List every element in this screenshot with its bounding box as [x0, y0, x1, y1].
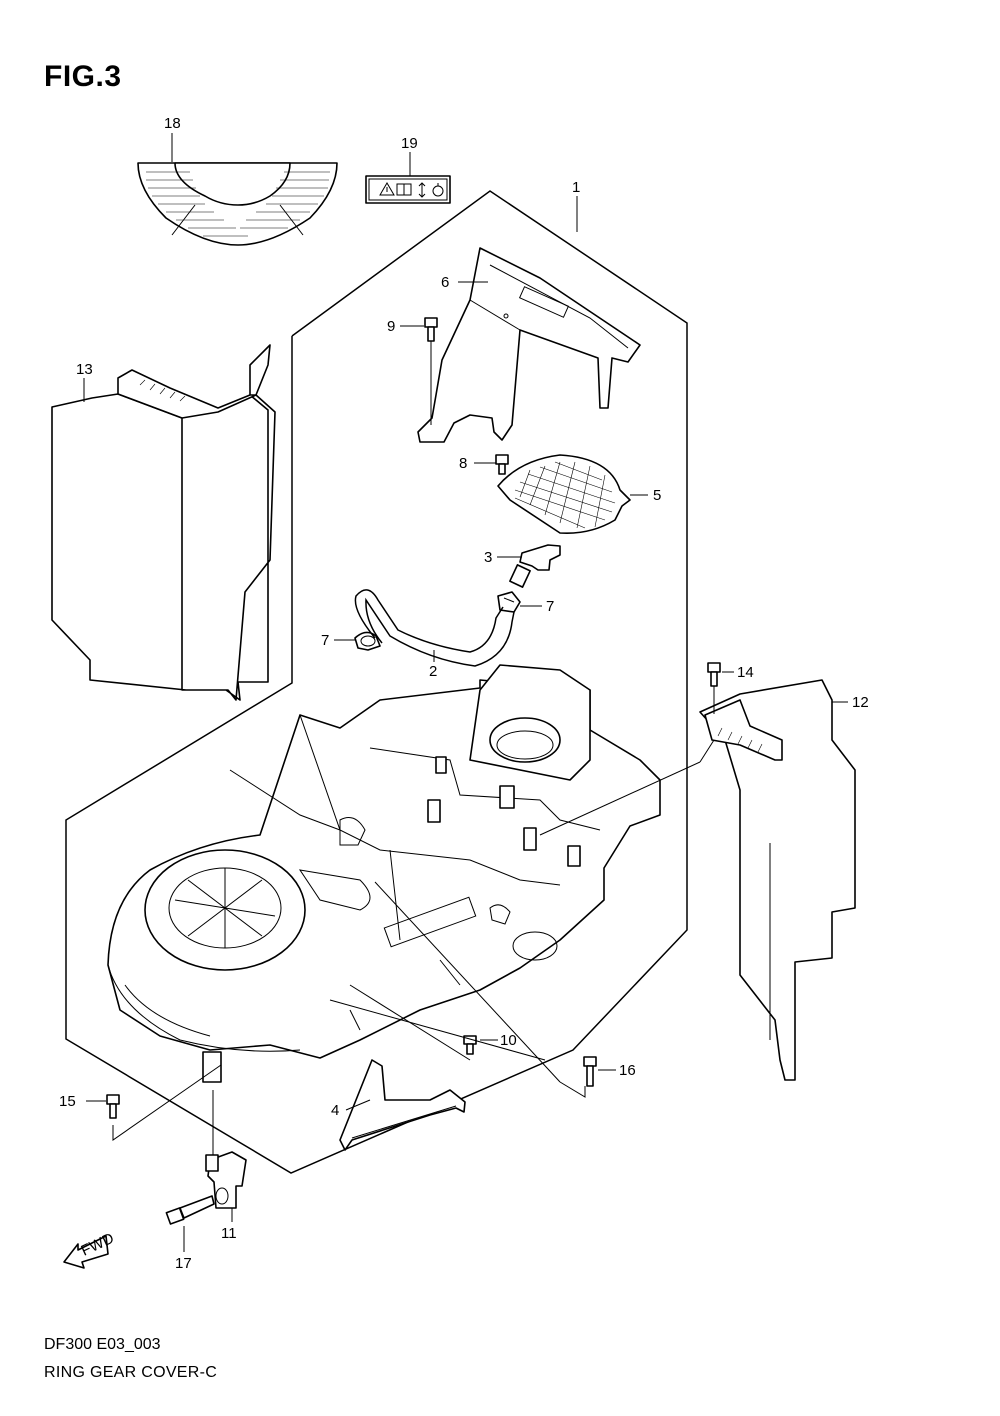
callout-7-upper: 7 — [546, 598, 554, 615]
main-ring-gear-cover — [107, 664, 661, 1083]
part-11-joint-bracket — [205, 1151, 247, 1209]
callout-labels: 18 19 1 6 9 13 8 5 3 7 7 2 14 12 10 16 1… — [59, 115, 869, 1272]
callout-19: 19 — [401, 135, 418, 152]
part-17-bolt — [165, 1195, 215, 1225]
callout-1: 1 — [572, 179, 580, 196]
callout-18: 18 — [164, 115, 181, 132]
callout-6: 6 — [441, 274, 449, 291]
warning-icon — [379, 182, 395, 196]
figure-title: FIG.3 — [44, 60, 122, 93]
callout-9: 9 — [387, 318, 395, 335]
part-14-bolt — [707, 662, 721, 714]
callout-14: 14 — [737, 664, 754, 681]
figure-name: RING GEAR COVER-C — [44, 1364, 218, 1381]
part-19-caution-label — [365, 175, 451, 204]
callout-12: 12 — [852, 694, 869, 711]
figure-code: DF300 E03_003 — [44, 1336, 161, 1353]
callout-5: 5 — [653, 487, 661, 504]
callout-17: 17 — [175, 1255, 192, 1272]
part-18-cover-plate — [137, 162, 338, 246]
up-down-arrow-icon — [418, 182, 426, 198]
leader-lines — [83, 133, 848, 1252]
part-12-side-panel — [699, 679, 856, 1081]
callout-11: 11 — [221, 1225, 237, 1242]
part-10-screw — [463, 1035, 477, 1055]
part-6-upper-cover — [417, 247, 641, 443]
callout-16: 16 — [619, 1062, 636, 1079]
callout-10: 10 — [500, 1032, 517, 1049]
part-5-filter-cover — [497, 454, 631, 535]
callout-8: 8 — [459, 455, 467, 472]
part-3-connector — [509, 544, 561, 588]
callout-13: 13 — [76, 361, 93, 378]
callout-3: 3 — [484, 549, 492, 566]
manual-icon — [396, 183, 412, 196]
part-9-bolt — [424, 317, 438, 425]
tilt-lock-icon — [432, 183, 444, 197]
part-13-side-panel — [51, 344, 276, 701]
callout-4: 4 — [331, 1102, 339, 1119]
part-4-bracket — [339, 1059, 466, 1151]
callout-7-lower: 7 — [321, 632, 329, 649]
part-8-bolt — [495, 454, 509, 475]
callout-2: 2 — [429, 663, 437, 680]
fwd-arrow-icon: FWD — [63, 1230, 117, 1269]
part-7-clamp-upper — [497, 591, 521, 613]
part-15-bolt — [106, 1094, 120, 1119]
callout-15: 15 — [59, 1093, 76, 1110]
part-2-hose — [354, 589, 515, 667]
part-16-bolt — [583, 1056, 597, 1087]
